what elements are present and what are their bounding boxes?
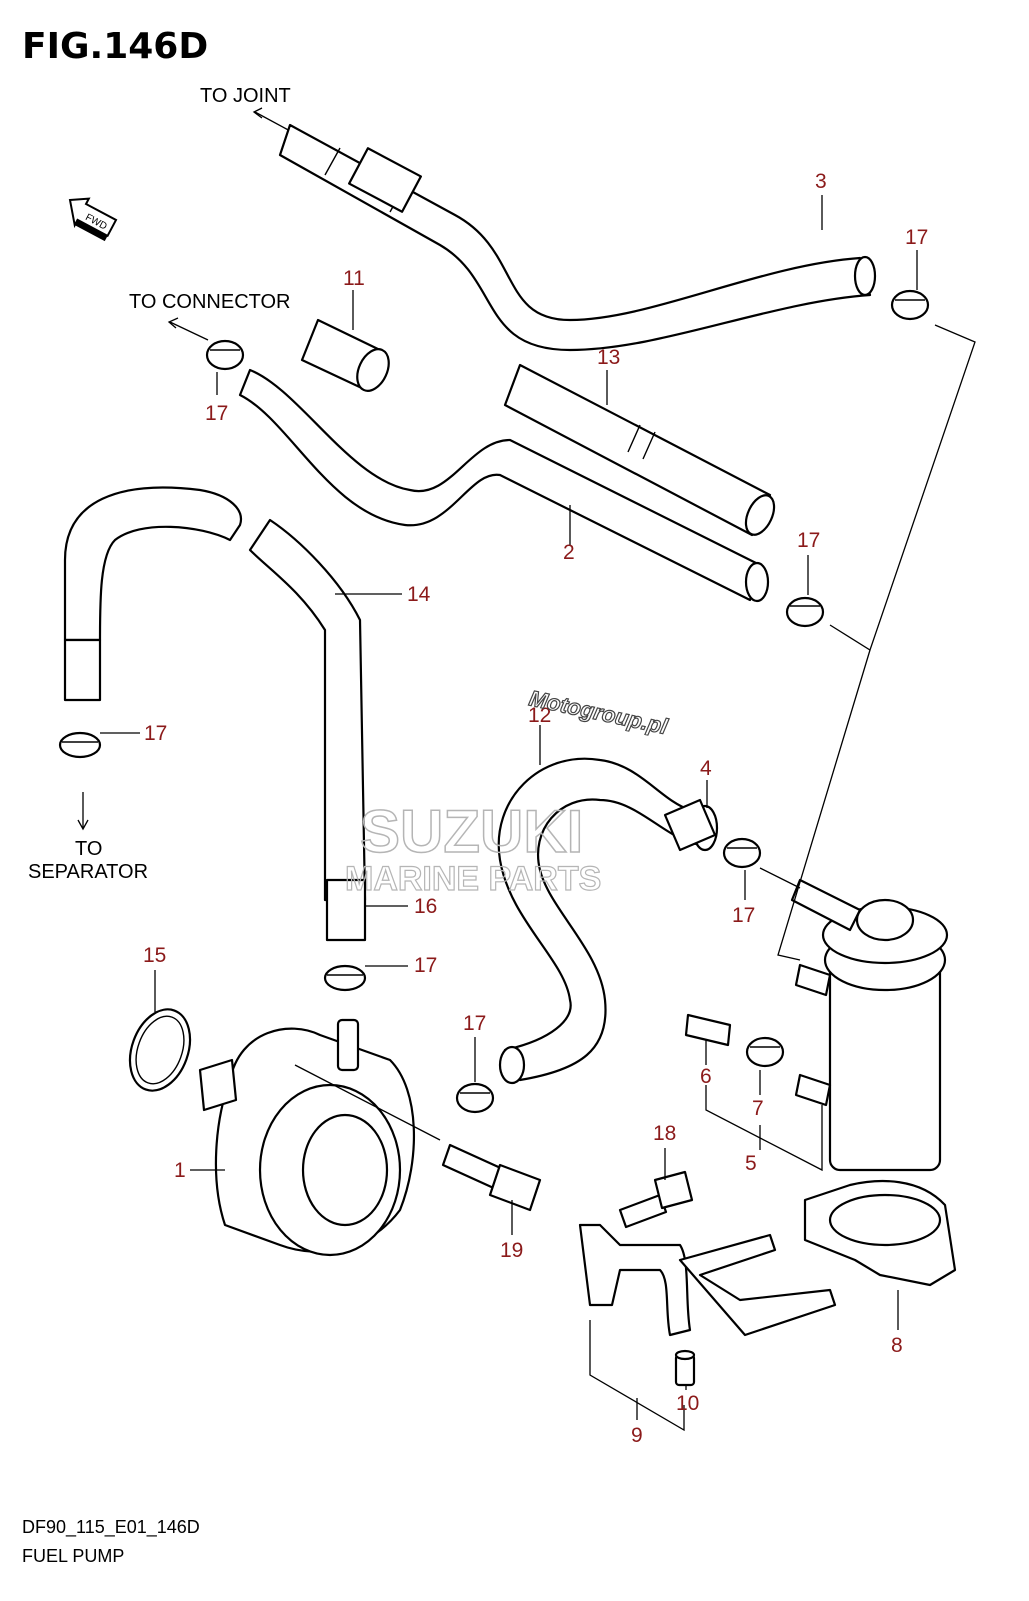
callout-17: 17 [797, 529, 820, 552]
callout-17: 17 [144, 722, 167, 745]
callout-11: 11 [343, 267, 365, 290]
hose-11 [300, 318, 390, 392]
callout-17: 17 [414, 954, 437, 977]
callout-10: 10 [676, 1392, 699, 1415]
leader-lines [100, 195, 976, 1432]
clamp-17-a [890, 289, 930, 321]
callout-15: 15 [143, 944, 166, 967]
callout-12: 12 [528, 704, 551, 727]
clamp-17-e [722, 837, 762, 869]
fuel-separator [790, 878, 949, 1172]
callout-17: 17 [205, 402, 228, 425]
callout-4: 4 [700, 757, 712, 780]
callout-17: 17 [463, 1012, 486, 1035]
fuel-pump-1 [198, 1018, 441, 1257]
clamp-17-d [58, 731, 102, 759]
to-connector-label: TO CONNECTOR [129, 291, 291, 313]
clamp-17-c [785, 596, 825, 628]
clamp-17-b [205, 339, 245, 371]
callout-13: 13 [597, 346, 620, 369]
to-connector-arrowhead [167, 317, 179, 329]
part-6 [684, 1013, 732, 1047]
hose-2 [238, 368, 770, 603]
hose-16 [325, 878, 367, 942]
callout-7: 7 [752, 1097, 764, 1120]
to-separator-label-1: TO [75, 838, 102, 860]
to-separator-arrowhead [77, 819, 89, 831]
callout-9: 9 [631, 1424, 643, 1447]
to-joint-arrow [254, 111, 293, 133]
bolt-18 [618, 1170, 694, 1229]
figure-name: FUEL PUMP [22, 1546, 124, 1566]
callout-17: 17 [905, 226, 928, 249]
to-separator-label-2: SEPARATOR [28, 861, 148, 883]
watermark-site: Motogroup.pl [527, 685, 671, 739]
fwd-arrow-icon: FWD [68, 197, 118, 242]
clamp-17-g [455, 1082, 495, 1114]
watermark-brand: SUZUKI [360, 798, 583, 865]
clamp-17-f [323, 964, 367, 992]
figure-title: FIG.146D [22, 26, 208, 67]
hose-3 [278, 123, 877, 352]
hose-14 [63, 486, 367, 902]
bracket-9 [578, 1223, 837, 1337]
bolt-19 [441, 1143, 542, 1212]
clamp-17-h [745, 1036, 785, 1068]
callout-5: 5 [745, 1152, 757, 1175]
callouts: 3 17 11 17 13 2 17 14 17 12 4 17 16 17 1… [143, 170, 928, 1447]
callout-14: 14 [407, 583, 431, 606]
callout-6: 6 [700, 1065, 712, 1088]
callout-17: 17 [732, 904, 755, 927]
callout-16: 16 [414, 895, 437, 918]
callout-19: 19 [500, 1239, 523, 1262]
callout-1: 1 [174, 1159, 186, 1182]
callout-3: 3 [815, 170, 827, 193]
hose-4 [663, 798, 717, 852]
holder-8 [803, 1180, 957, 1287]
callout-18: 18 [653, 1122, 676, 1145]
to-joint-arrowhead [252, 107, 263, 119]
watermark-brand-sub: MARINE PARTS [345, 860, 601, 898]
hose-13 [503, 363, 776, 537]
callout-2: 2 [563, 541, 575, 564]
callout-8: 8 [891, 1334, 903, 1357]
figure-code: DF90_115_E01_146D [22, 1517, 200, 1538]
to-joint-label: TO JOINT [200, 85, 291, 107]
o-ring-15 [128, 1008, 192, 1092]
to-connector-arrow [169, 321, 209, 341]
part-10 [674, 1349, 696, 1387]
